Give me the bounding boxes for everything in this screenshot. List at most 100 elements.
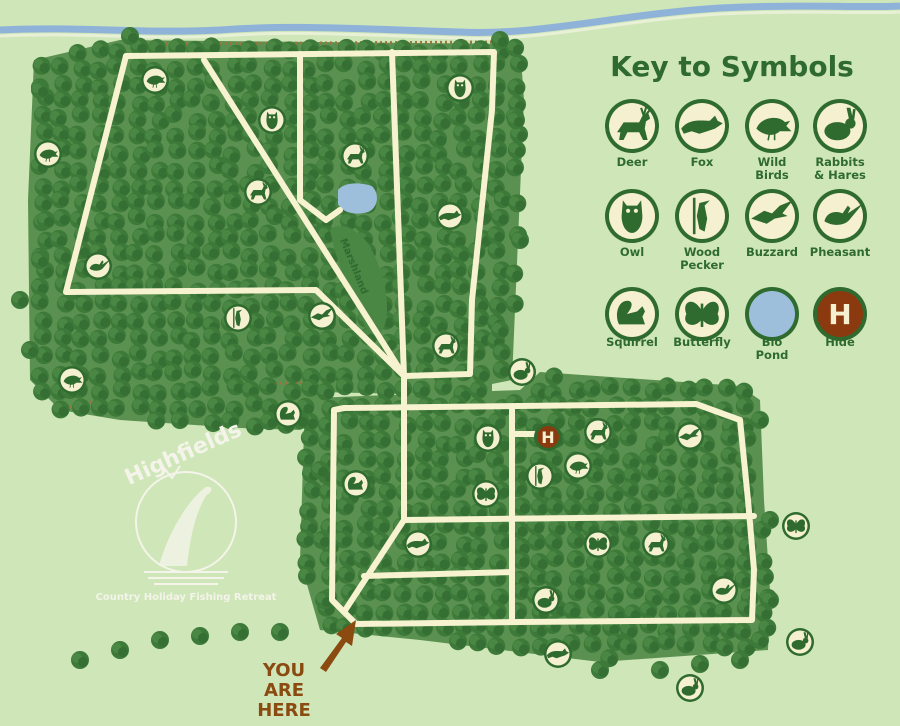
tree [166,162,185,181]
tree [52,208,71,227]
tree [203,326,222,345]
tree [69,174,88,193]
tree [166,60,185,79]
tree [512,638,531,657]
owl-icon [446,74,474,102]
tree [240,228,259,247]
tree [33,327,52,346]
tree [110,145,129,164]
tree [676,635,695,654]
tree [187,258,206,277]
tree [185,311,204,330]
tree [32,56,51,75]
tree [626,581,645,600]
tree [53,90,72,109]
tree [71,105,90,124]
tree [507,111,525,129]
tree [566,549,585,568]
fox-icon [404,530,432,558]
tree [432,553,451,572]
tree [21,341,39,359]
tree [412,310,431,329]
tree [410,91,429,110]
river [0,2,900,36]
tree [449,299,468,318]
tree [412,258,431,277]
tree [683,587,702,606]
tree [356,514,375,533]
tree [691,655,709,673]
deer-icon [341,142,369,170]
tree [505,294,524,313]
tree [699,412,718,431]
tree [449,632,468,651]
tree [372,413,391,432]
tree [301,378,320,397]
tree [107,213,126,232]
tree [544,532,563,551]
tree [128,110,147,129]
buzzard-icon [676,422,704,450]
tree [241,90,260,109]
tree [107,326,126,345]
tree [677,520,696,539]
tree [51,400,70,419]
tree [372,516,391,535]
tree [664,498,683,517]
tree [430,464,449,483]
wild-bird-icon [58,366,86,394]
tree [657,632,676,651]
tree [696,480,715,499]
tree [128,343,147,362]
tree [263,59,282,78]
tree [336,447,355,466]
tree [191,627,209,645]
tree [448,479,467,498]
tree [302,328,321,347]
tree [112,379,131,398]
tree [222,241,241,260]
tree [73,59,92,78]
tree [511,231,529,249]
tree [353,106,372,125]
tree [563,498,582,517]
tree [334,530,353,549]
deer-icon [642,530,670,558]
river-bank [0,10,900,40]
tree [505,158,524,177]
tree [316,54,335,73]
tree [433,174,452,193]
tree [144,363,163,382]
tree [239,364,258,383]
tree [606,566,625,585]
tree [75,295,94,314]
tree [413,326,432,345]
tree [567,531,586,550]
you-are-here-marker: YOU ARE HERE [257,620,356,721]
tree [358,72,377,91]
tree [512,497,531,516]
key-label-woodpecker: Pecker [680,258,724,272]
key-label-owl: Owl [620,245,644,259]
tree [319,366,338,385]
wild-bird-icon [564,452,592,480]
tree [148,311,167,330]
tree [353,550,372,569]
wild-bird-icon [745,99,799,153]
tree [354,214,373,233]
tree [411,211,430,230]
pheasant-icon [710,576,738,604]
tree [91,40,110,59]
tree [220,161,239,180]
tree [302,140,321,159]
squirrel-icon [605,287,659,341]
tree [643,569,662,588]
tree [265,310,284,329]
tree [619,428,638,447]
tree [487,225,506,244]
tree [735,397,754,416]
tree [717,378,736,397]
tree [491,321,509,339]
tree [259,377,278,396]
tree [487,160,506,179]
